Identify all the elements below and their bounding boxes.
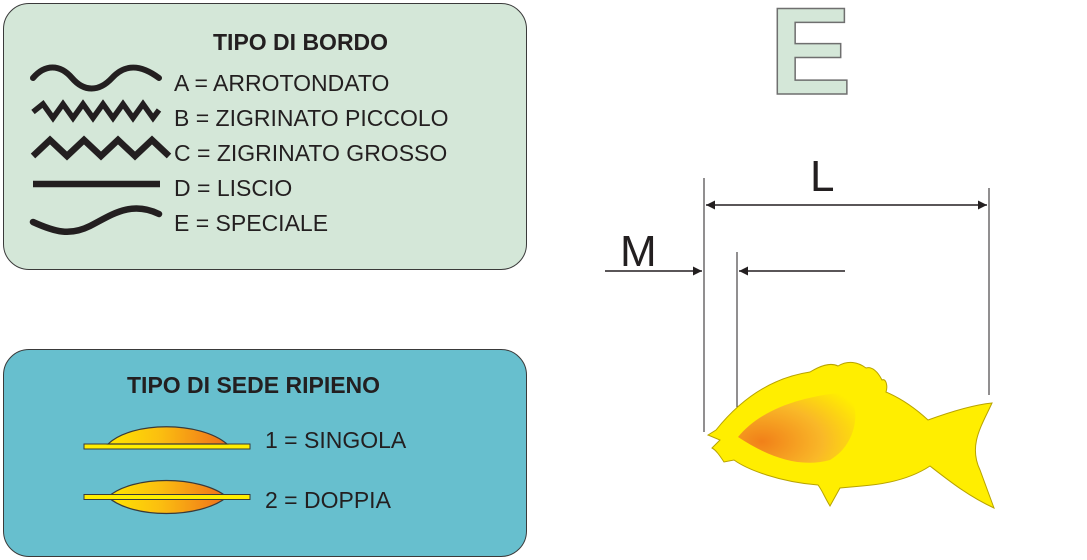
- edge-b-label: B = ZIGRINATO PICCOLO: [174, 105, 449, 131]
- edge-c-coarse-knurl-icon: [30, 135, 172, 161]
- edge-a-label: A = ARROTONDATO: [174, 70, 390, 96]
- fish-pasta-dimension-diagram: [605, 178, 995, 509]
- margin-label: M: [620, 227, 657, 276]
- edge-d-smooth-icon: [33, 180, 160, 188]
- double-filling-seat-icon: [83, 479, 251, 515]
- edge-b-fine-knurl-icon: [31, 99, 162, 123]
- filling-seat-title: TIPO DI SEDE RIPIENO: [127, 372, 381, 398]
- filling-area: [738, 392, 856, 463]
- single-filling-seat-icon: [83, 426, 251, 450]
- edge-e-special-icon: [29, 205, 163, 236]
- single-seat-label: 1 = SINGOLA: [265, 427, 407, 453]
- length-label: L: [810, 152, 835, 201]
- double-seat-label: 2 = DOPPIA: [265, 487, 391, 513]
- edge-e-label: E = SPECIALE: [174, 210, 329, 236]
- edge-c-label: C = ZIGRINATO GROSSO: [174, 140, 448, 166]
- filling-seat-panel: [3, 349, 527, 557]
- edge-a-rounded-icon: [30, 64, 162, 92]
- edge-type-title: TIPO DI BORDO: [213, 29, 389, 55]
- edge-type-letter: E: [768, 0, 852, 121]
- edge-d-label: D = LISCIO: [174, 175, 293, 201]
